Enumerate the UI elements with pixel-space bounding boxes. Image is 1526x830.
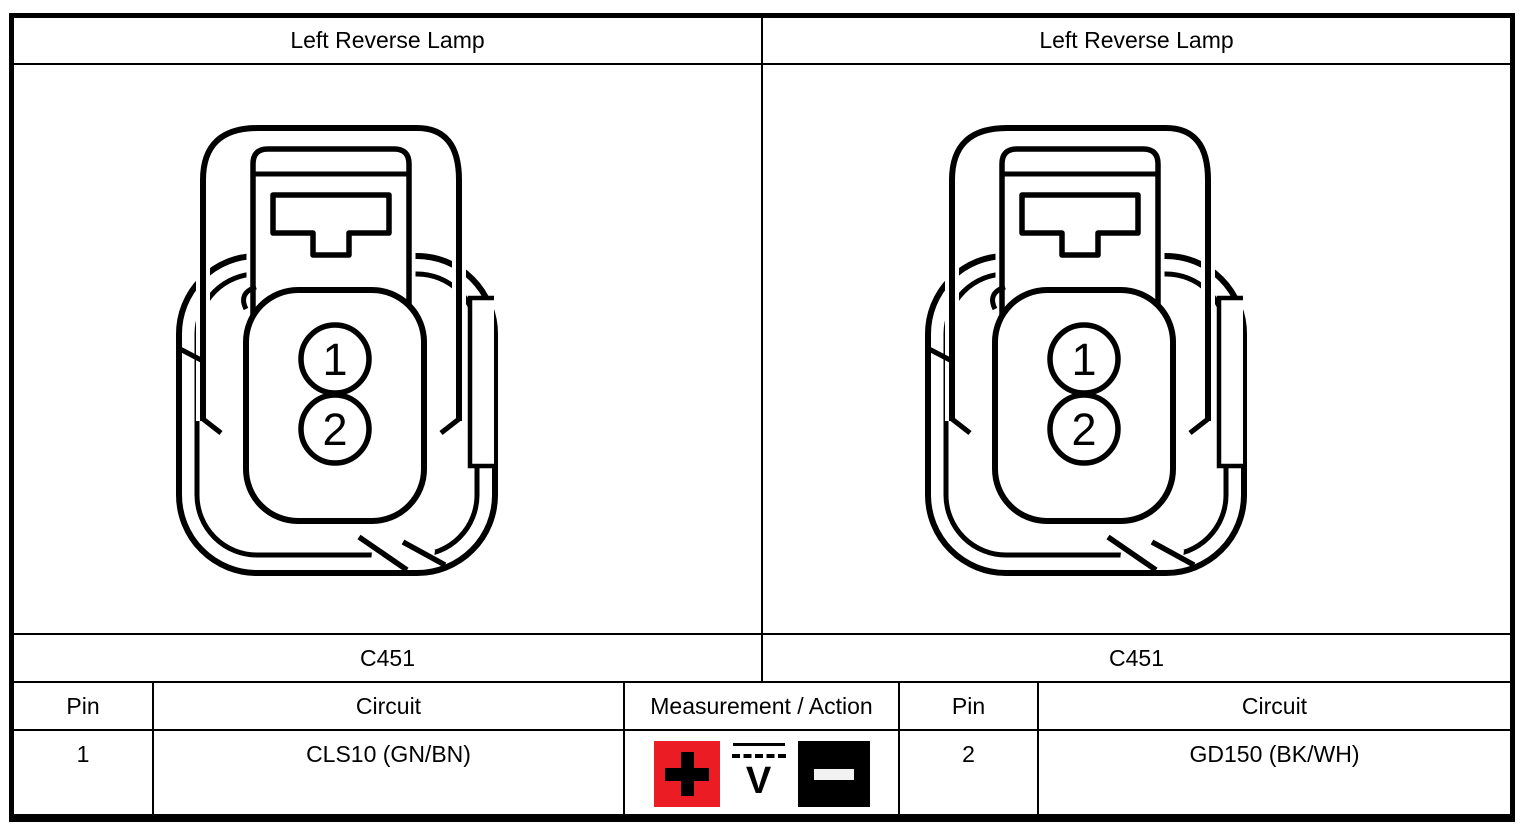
right-pin-value: 2 <box>900 731 1039 814</box>
right-circuit-column-header: Circuit <box>1039 683 1510 731</box>
right-connector-face-diagram <box>925 118 1249 580</box>
dc-voltage-dashed-line <box>731 753 786 758</box>
right-connector-diagram-cell <box>763 65 1510 635</box>
left-pin-column-header: Pin <box>14 683 154 731</box>
dc-voltage-icon: V <box>731 741 787 807</box>
left-circuit-column-header: Circuit <box>154 683 625 731</box>
left-connector-face-diagram <box>176 118 500 580</box>
right-connector-title: Left Reverse Lamp <box>763 18 1510 65</box>
dc-voltage-letter: V <box>745 759 772 802</box>
right-circuit-value: GD150 (BK/WH) <box>1039 731 1510 814</box>
negative-lead-icon <box>797 740 870 807</box>
left-connector-title: Left Reverse Lamp <box>14 18 763 65</box>
plus-icon-bar-v <box>680 751 694 796</box>
measurement-action-column-header: Measurement / Action <box>625 683 900 731</box>
right-connector-label: C451 <box>763 635 1510 683</box>
left-connector-diagram-cell <box>14 65 763 635</box>
minus-icon-bar <box>813 768 854 780</box>
left-connector-label: C451 <box>14 635 763 683</box>
wiring-table: Left Reverse Lamp Left Reverse Lamp C451… <box>9 13 1515 822</box>
measurement-action-cell: V <box>625 731 900 814</box>
positive-lead-icon <box>653 740 720 807</box>
right-pin-column-header: Pin <box>900 683 1039 731</box>
measurement-icons: V <box>625 731 898 814</box>
left-pin-value: 1 <box>14 731 154 814</box>
dc-voltage-solid-line <box>732 742 785 746</box>
left-circuit-value: CLS10 (GN/BN) <box>154 731 625 814</box>
